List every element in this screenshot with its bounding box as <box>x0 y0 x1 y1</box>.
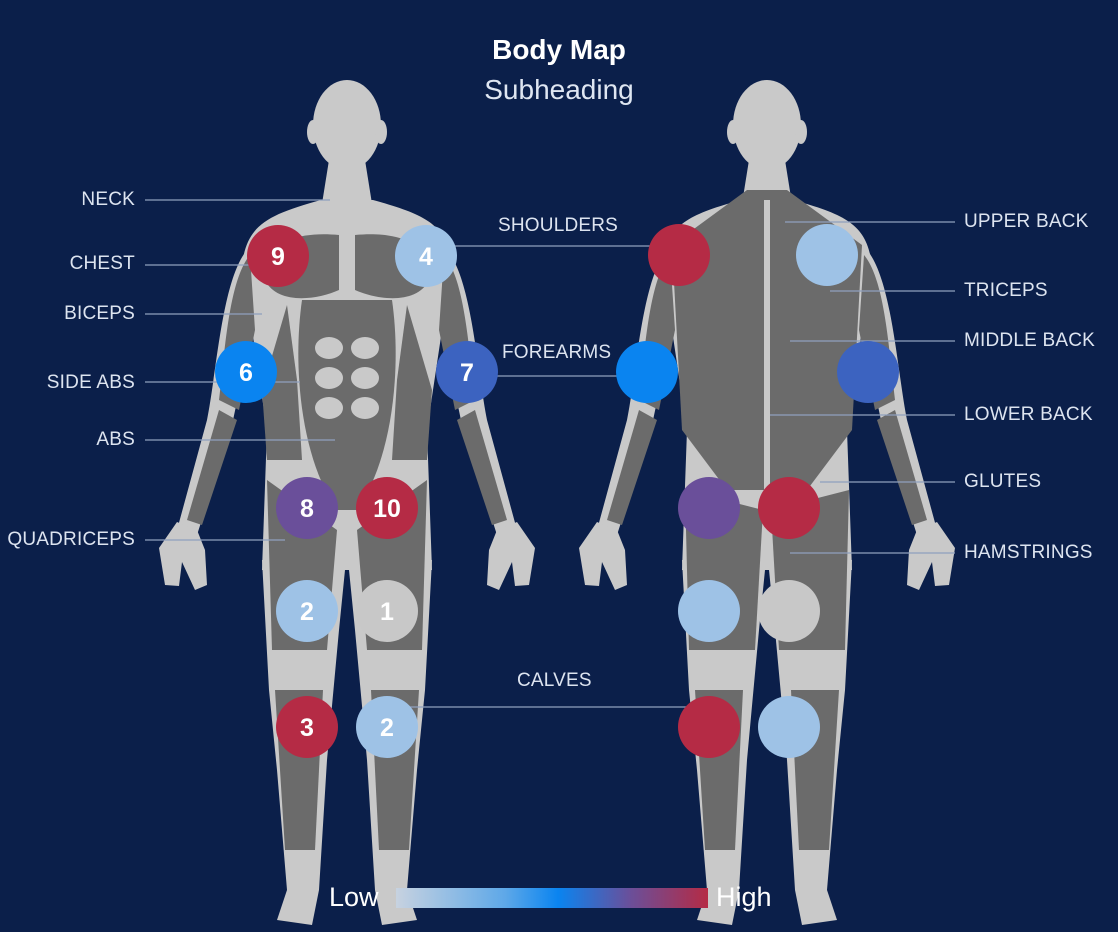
marker-back-calf-right[interactable] <box>758 696 820 758</box>
marker-knee-right[interactable]: 1 <box>356 580 418 642</box>
label-hamstrings: HAMSTRINGS <box>964 542 1093 563</box>
label-middle-back: MIDDLE BACK <box>964 330 1096 351</box>
label-upper-back: UPPER BACK <box>964 211 1089 232</box>
label-chest: CHEST <box>69 253 135 274</box>
marker-back-calf-left[interactable] <box>678 696 740 758</box>
label-calves: CALVES <box>517 670 592 691</box>
marker-calf-right[interactable]: 2 <box>356 696 418 758</box>
label-lower-back: LOWER BACK <box>964 404 1093 425</box>
label-quadriceps: QUADRICEPS <box>7 529 135 550</box>
marker-quad-right[interactable]: 10 <box>356 477 418 539</box>
label-forearms: FOREARMS <box>502 342 612 363</box>
marker-shoulders-value: 4 <box>419 243 433 271</box>
marker-quad-left-value: 8 <box>300 495 314 523</box>
label-side-abs: SIDE ABS <box>46 372 135 393</box>
marker-back-knee-left[interactable] <box>678 580 740 642</box>
marker-side-abs-value: 6 <box>239 359 253 387</box>
marker-back-arm-left[interactable] <box>616 341 678 403</box>
page-title: Body Map <box>492 34 626 65</box>
label-shoulders: SHOULDERS <box>498 215 619 236</box>
marker-calf-left-value: 3 <box>300 714 314 742</box>
marker-back-arm-right[interactable] <box>837 341 899 403</box>
marker-shoulders[interactable]: 4 <box>395 225 457 287</box>
label-abs: ABS <box>96 429 135 450</box>
legend-low-label: Low <box>329 882 379 912</box>
leader-lines <box>145 199 955 708</box>
page-subtitle: Subheading <box>484 74 634 105</box>
marker-chest[interactable]: 9 <box>247 225 309 287</box>
label-triceps: TRICEPS <box>964 280 1048 301</box>
marker-knee-left[interactable]: 2 <box>276 580 338 642</box>
label-glutes: GLUTES <box>964 471 1042 492</box>
marker-back-knee-right[interactable] <box>758 580 820 642</box>
label-neck: NECK <box>81 189 135 210</box>
marker-glute-left[interactable] <box>678 477 740 539</box>
back-markers <box>616 224 899 758</box>
marker-knee-left-value: 2 <box>300 598 314 626</box>
marker-quad-left[interactable]: 8 <box>276 477 338 539</box>
marker-chest-value: 9 <box>271 243 285 271</box>
back-body-figure <box>579 80 955 925</box>
marker-glute-right[interactable] <box>758 477 820 539</box>
marker-calf-left[interactable]: 3 <box>276 696 338 758</box>
label-biceps: BICEPS <box>64 303 135 324</box>
marker-forearms[interactable]: 7 <box>436 341 498 403</box>
front-body-figure <box>159 80 535 925</box>
marker-calf-right-value: 2 <box>380 714 394 742</box>
legend-gradient-bar <box>396 888 708 908</box>
marker-quad-right-value: 10 <box>373 495 401 523</box>
marker-forearms-value: 7 <box>460 359 474 387</box>
legend-high-label: High <box>716 882 772 912</box>
marker-back-shoulder-left[interactable] <box>648 224 710 286</box>
marker-knee-right-value: 1 <box>380 598 394 626</box>
marker-back-shoulder-right[interactable] <box>796 224 858 286</box>
marker-side-abs[interactable]: 6 <box>215 341 277 403</box>
